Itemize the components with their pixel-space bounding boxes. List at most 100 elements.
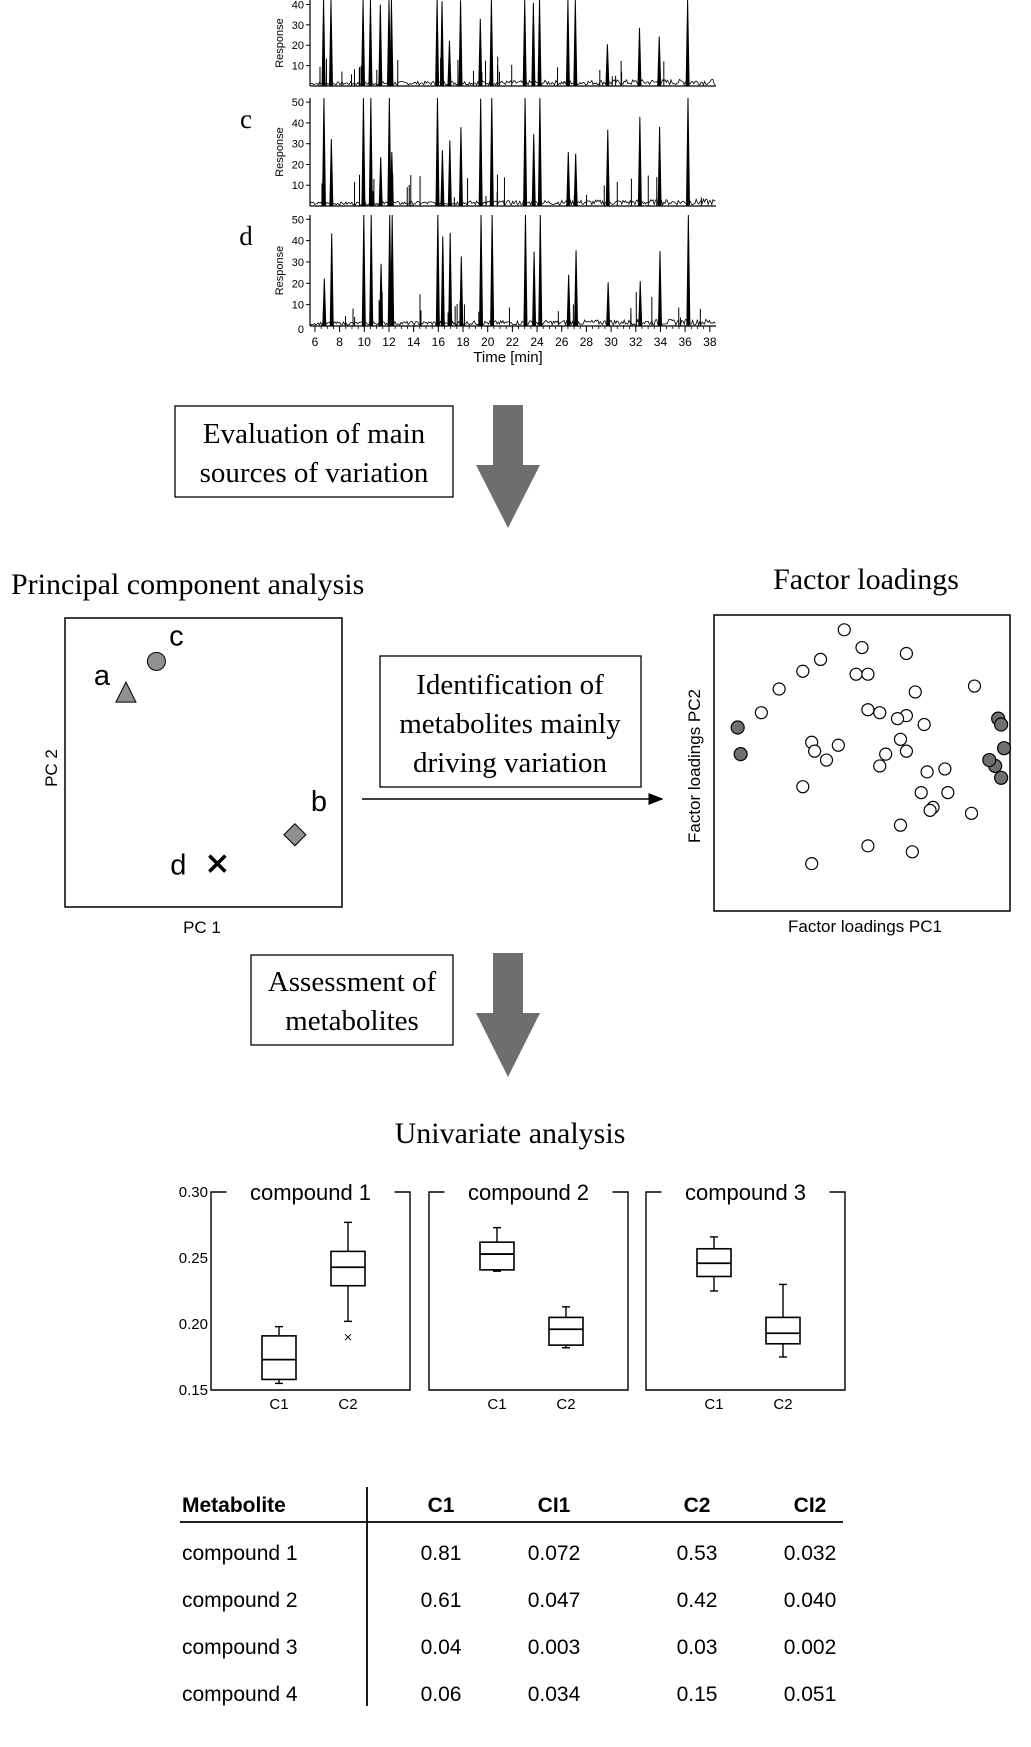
univariate-x-tick-label: C2 [773, 1396, 792, 1413]
chromatogram-peak [361, 214, 366, 327]
loading-point [813, 652, 828, 667]
chromatogram-y-tick-label: 10 [292, 300, 304, 312]
chromatogram-peak [329, 233, 334, 327]
boxplot-outlier [344, 1333, 352, 1341]
table-cell: 0.81 [421, 1542, 462, 1565]
loading-point [893, 732, 908, 746]
pca-point-label: b [311, 786, 327, 818]
univariate-panel-title: compound 3 [685, 1180, 806, 1205]
chromatogram-peak [657, 36, 662, 87]
chromatogram-noise-trace [309, 318, 716, 327]
chromatogram-peak [531, 134, 536, 207]
identification-step: Identification of metabolites mainly dri… [362, 655, 664, 805]
loadings-ylabel: Factor loadings PC2 [685, 689, 704, 843]
chromatogram-x-tick-label: 34 [654, 335, 668, 349]
table-cell: 0.072 [528, 1542, 581, 1565]
loading-point-highlighted [996, 741, 1012, 756]
loading-point [967, 679, 982, 693]
table-cell: compound 2 [182, 1589, 298, 1612]
chromatogram-peak [523, 97, 528, 207]
loading-point [819, 753, 834, 767]
chromatogram-peak [361, 0, 366, 87]
loading-point [941, 785, 955, 800]
chromatogram-peak [565, 0, 570, 87]
loading-point [920, 765, 934, 779]
chromatogram-peak [531, 2, 536, 87]
loading-point-highlighted [733, 747, 748, 762]
chromatogram-x-tick-label: 18 [456, 335, 470, 349]
chromatogram-peak [490, 214, 495, 327]
chromatogram-peak [638, 281, 643, 327]
chromatogram-y-tick-label: 10 [292, 61, 304, 73]
loadings-section: Factor loadings Factor loadings PC1 Fact… [685, 563, 1012, 936]
chromatogram-y-zero-label: 0 [298, 324, 304, 336]
chromatogram-peak [390, 214, 395, 327]
loading-point [855, 640, 869, 655]
boxplot-box [765, 1316, 801, 1345]
evaluation-text-line1: Evaluation of main [203, 418, 426, 450]
boxplot-c2: C2 [330, 1221, 366, 1413]
chromatogram-peak [574, 250, 579, 327]
chromatogram-peak [637, 27, 642, 87]
loading-point [938, 762, 952, 776]
table-header-cell: CI1 [538, 1494, 571, 1517]
chromatogram-y-tick-label: 30 [292, 139, 304, 151]
chromatogram-y-tick-label: 40 [292, 0, 304, 11]
chromatogram-xlabel: Time [min] [473, 349, 542, 366]
chromatogram-peak [489, 97, 494, 207]
chromatogram-peak [478, 98, 483, 207]
pca-point-d: d [170, 850, 227, 882]
chromatogram-y-tick-label: 10 [292, 180, 304, 192]
chromatogram-panel-label: c [240, 104, 252, 134]
chromatogram-ylabel: Response [274, 127, 286, 177]
loading-point-highlighted [982, 752, 997, 768]
chromatogram-peak [440, 1, 445, 87]
pca-plot-frame [64, 617, 343, 908]
chromatogram-x-tick-label: 20 [481, 335, 495, 349]
pca-marker-triangle [115, 681, 137, 703]
chromatogram-y-tick-label: 30 [292, 257, 304, 269]
boxplot-c1: C1 [479, 1226, 515, 1413]
chromatogram-x-tick-label: 6 [312, 335, 319, 349]
chromatogram-peak [606, 282, 611, 327]
chromatogram-ylabel: Response [274, 18, 286, 68]
chromatogram-peak [389, 0, 394, 87]
chromatogram-y-tick-label: 40 [292, 236, 304, 248]
univariate-panel-frame [210, 1191, 411, 1391]
univariate-panel-frame [645, 1191, 846, 1391]
chromatogram-peak [322, 278, 327, 327]
chromatogram-peak [361, 97, 366, 207]
loading-point-highlighted [994, 770, 1009, 785]
loading-point [808, 744, 822, 758]
pca-title: Principal component analysis [11, 568, 364, 601]
boxplot-c2: C2 [548, 1306, 584, 1413]
pca-marker-cross [208, 854, 227, 873]
boxplot-box [261, 1335, 297, 1381]
identification-text-line3: driving variation [413, 747, 608, 779]
table-cell: 0.032 [784, 1542, 837, 1565]
loading-point [873, 759, 887, 773]
univariate-x-tick-label: C2 [556, 1396, 575, 1413]
loadings-xlabel: Factor loadings PC1 [788, 917, 942, 936]
chromatogram-peak [447, 140, 452, 207]
chromatogram-peak [458, 0, 463, 87]
chromatogram-peak [435, 97, 440, 207]
chromatogram-x-tick-label: 12 [382, 335, 396, 349]
chromatogram-peak [440, 150, 445, 207]
chromatogram-peak [686, 214, 691, 327]
assessment-text-line1: Assessment of [268, 966, 437, 998]
chromatogram-y-tick-label: 50 [292, 97, 304, 109]
table-cell: 0.051 [784, 1683, 837, 1706]
loading-point [831, 738, 845, 752]
loading-point [908, 685, 922, 699]
loading-point [796, 780, 810, 794]
chromatogram-peak [538, 214, 543, 327]
table-cell: 0.047 [528, 1589, 581, 1612]
chromatogram-y-tick-label: 40 [292, 118, 304, 130]
chromatogram-section: 10203040Response1020304050Responsec10203… [239, 0, 717, 366]
